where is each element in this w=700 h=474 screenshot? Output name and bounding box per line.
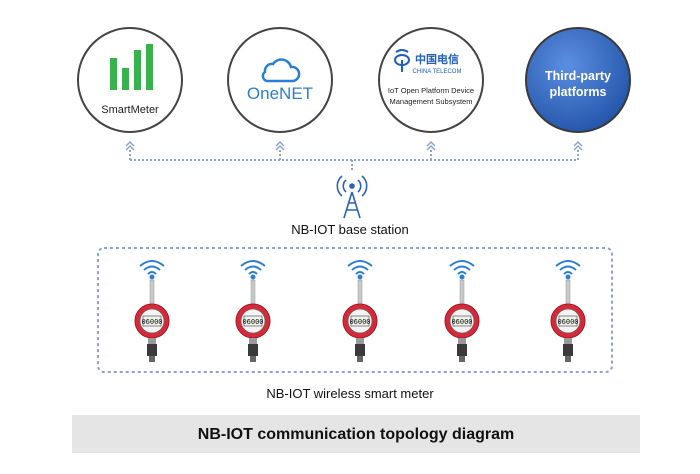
cell-tower-icon: [336, 175, 368, 219]
telecom-line2: Management Subsystem: [390, 97, 473, 106]
wifi-signal-icon: [139, 260, 165, 280]
china-telecom-logo-icon: [394, 49, 410, 72]
wifi-signal-icon: [449, 260, 475, 280]
meter-group-border: [97, 247, 613, 373]
telecom-brand-cn: 中国电信: [415, 52, 459, 66]
meter-display-value: 06000: [242, 318, 263, 326]
platform-circle: [378, 27, 484, 133]
chevron-up-icon: [573, 140, 583, 151]
cloud-logo-icon: [261, 58, 301, 83]
third-party-line2: platforms: [550, 85, 607, 99]
platform-circle: [77, 27, 183, 133]
wifi-signal-icon: [347, 260, 373, 280]
chevron-up-icon: [125, 140, 135, 151]
meter-row: 06000 06000 06000 06000 06000: [134, 260, 586, 362]
platform-third-party: Third-party platforms: [525, 27, 631, 133]
meter-display-value: 06000: [141, 318, 162, 326]
smart-meter-icon: 06000: [134, 260, 170, 362]
meter-group-label: NB-IOT wireless smart meter: [266, 386, 434, 401]
telecom-brand-en: CHINA TELECOM: [413, 69, 462, 75]
chevron-up-icon: [275, 140, 285, 151]
smart-meter-icon: 06000: [444, 260, 480, 362]
chevron-up-icons: [125, 140, 583, 151]
wifi-signal-icon: [240, 260, 266, 280]
platform-smartmeter: SmartMeter: [77, 27, 183, 133]
smart-meter-icon: 06000: [550, 260, 586, 362]
meter-display-value: 06000: [349, 318, 370, 326]
footer-bar: [72, 415, 640, 453]
footer-title: NB-IOT communication topology diagram: [197, 426, 515, 443]
smartmeter-label: SmartMeter: [101, 104, 159, 116]
smart-meter-icon: 06000: [342, 260, 378, 362]
telecom-line1: IoT Open Platform Device: [388, 86, 474, 95]
platform-circle: [525, 27, 631, 133]
smart-meter-icon: 06000: [235, 260, 271, 362]
onenet-label: OneNET: [247, 84, 313, 103]
platform-china-telecom: 中国电信 CHINA TELECOM IoT Open Platform Dev…: [378, 27, 484, 133]
wifi-signal-icon: [555, 260, 581, 280]
chevron-up-icon: [426, 140, 436, 151]
platform-connector-lines: [129, 150, 579, 170]
meter-display-value: 06000: [451, 318, 472, 326]
bar-chart-logo-icon: [110, 44, 153, 90]
third-party-line1: Third-party: [545, 69, 611, 83]
base-station-label: NB-IOT base station: [291, 222, 409, 237]
meter-display-value: 06000: [557, 318, 578, 326]
platform-onenet: OneNET: [227, 27, 333, 133]
